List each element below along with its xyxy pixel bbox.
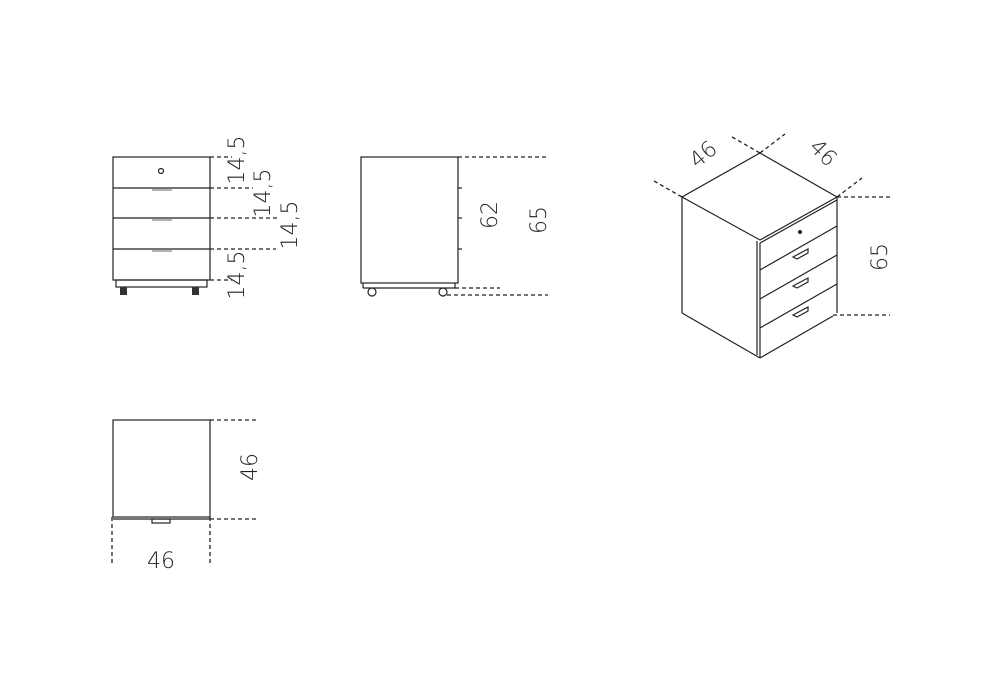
iso-height: 65 — [868, 243, 893, 271]
iso-width: 46 — [685, 136, 723, 173]
side-view: 62 65 — [360, 156, 552, 297]
iso-depth: 46 — [804, 135, 841, 172]
wheel-icon — [192, 287, 199, 295]
front-dim-1: 14,5 — [225, 136, 250, 185]
wheel-icon — [367, 287, 377, 297]
side-total-height: 65 — [527, 206, 552, 234]
wheel-icon — [438, 287, 448, 297]
front-dim-4: 14,5 — [225, 251, 250, 300]
side-body-height: 62 — [478, 201, 503, 229]
top-depth: 46 — [238, 453, 263, 481]
top-width: 46 — [147, 549, 175, 574]
front-dim-3: 14,5 — [278, 201, 303, 250]
wheel-icon — [120, 287, 127, 295]
front-view: 14,5 14,5 14,5 14,5 — [112, 136, 303, 300]
top-view: 46 46 — [111, 419, 263, 574]
isometric-view: 46 46 65 — [653, 133, 893, 359]
lock-icon — [157, 167, 165, 175]
front-dim-2: 14,5 — [251, 169, 276, 218]
lock-icon — [798, 230, 802, 234]
